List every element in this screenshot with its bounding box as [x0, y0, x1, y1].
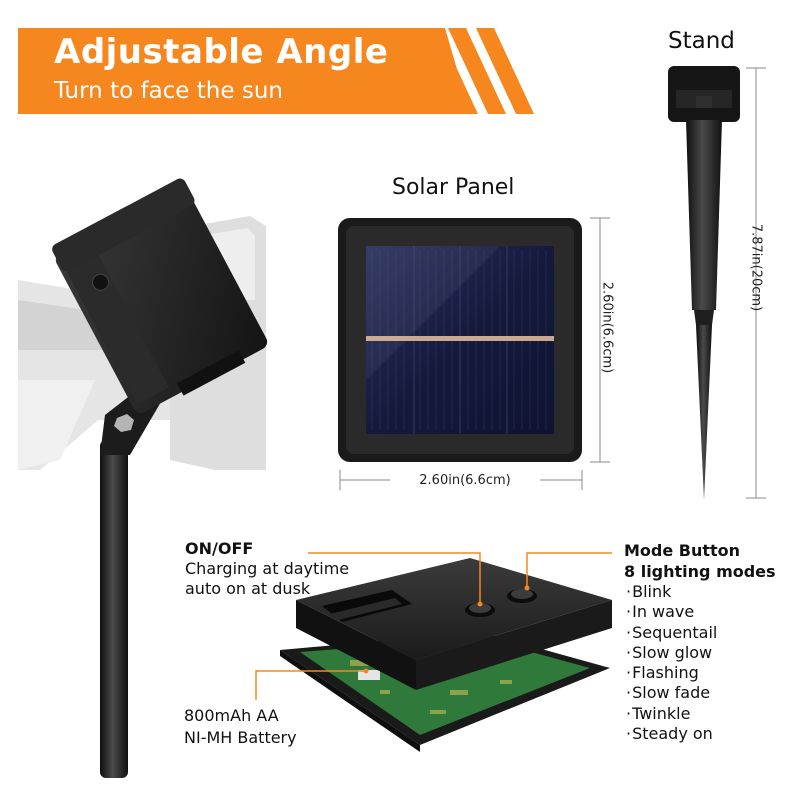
mode-item: Flashing	[626, 663, 717, 683]
stand-label: Stand	[668, 28, 735, 54]
panel-width-label: 2.60in(6.6cm)	[390, 473, 540, 488]
mode-item: Blink	[626, 582, 717, 602]
solar-panel-label: Solar Panel	[392, 175, 515, 200]
lighting-modes-list: Blink In wave Sequentail Slow glow Flash…	[626, 582, 717, 744]
mode-item: Steady on	[626, 724, 717, 744]
spike-pole	[100, 440, 128, 778]
mode-button-title: Mode Button 8 lighting modes	[624, 540, 776, 582]
on-off-line: auto on at dusk	[185, 579, 311, 598]
panel-height-label: 2.60in(6.6cm)	[599, 281, 615, 374]
mode-title-line: Mode Button	[624, 541, 741, 560]
mode-item: In wave	[626, 602, 717, 622]
on-off-description: Charging at daytime auto on at dusk	[185, 559, 349, 599]
light-box	[52, 178, 268, 413]
stand-spike	[668, 66, 740, 500]
solar-panel	[338, 218, 582, 462]
mode-title-line: 8 lighting modes	[624, 562, 776, 581]
stand-dimension-line	[746, 67, 766, 499]
on-off-title: ON/OFF	[185, 539, 254, 558]
banner-shape	[18, 28, 534, 114]
mode-item: Slow glow	[626, 643, 717, 663]
mode-item: Slow fade	[626, 683, 717, 703]
battery-line: NI-MH Battery	[184, 728, 297, 747]
banner-subtitle: Turn to face the sun	[54, 78, 283, 104]
battery-label: 800mAh AA NI-MH Battery	[184, 705, 297, 749]
banner-title: Adjustable Angle	[54, 32, 389, 72]
on-off-line: Charging at daytime	[185, 559, 350, 578]
control-lid	[296, 558, 612, 690]
callout-lines	[255, 552, 612, 700]
banner-background	[18, 28, 470, 114]
mode-item: Twinkle	[626, 704, 717, 724]
battery-line: 800mAh AA	[184, 706, 279, 725]
stand-length-label: 7.87in(20cm)	[748, 223, 764, 312]
mode-item: Sequentail	[626, 623, 717, 643]
